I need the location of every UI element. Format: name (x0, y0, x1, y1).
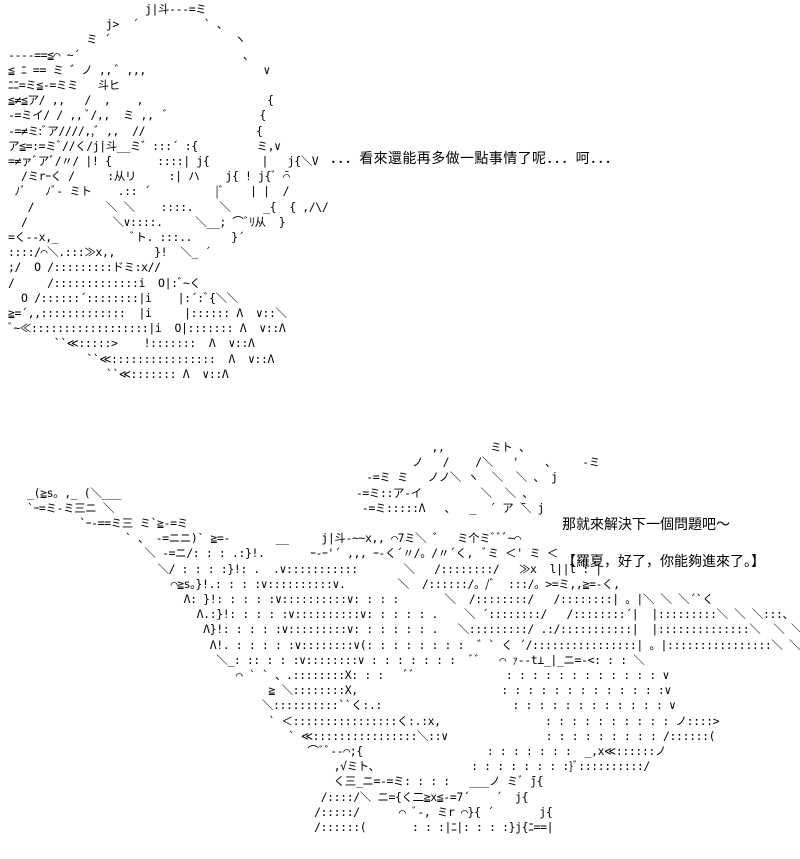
ascii-art-top-figure: j|斗---=ミ j> ´ ` 、 ミ ´ ヽ ----==≦⌒ ~´ 、 ≦ … (8, 2, 329, 381)
dialog-line-bottom-1: 那就來解決下一個問題吧～ (562, 517, 730, 533)
ascii-art-bottom-scene: ,, ミト 、 ノ / /＼ ' 、 -ミ -=ミ ミ ノノ＼ ヽ ＼ ＼ 、 … (27, 440, 800, 835)
dialog-line-bottom-2: 【羅夏，好了，你能夠進來了。】 (562, 554, 765, 570)
dialog-line-top: ．．．看來還能再多做一點事情了呢．．．呵．．． (330, 151, 620, 167)
